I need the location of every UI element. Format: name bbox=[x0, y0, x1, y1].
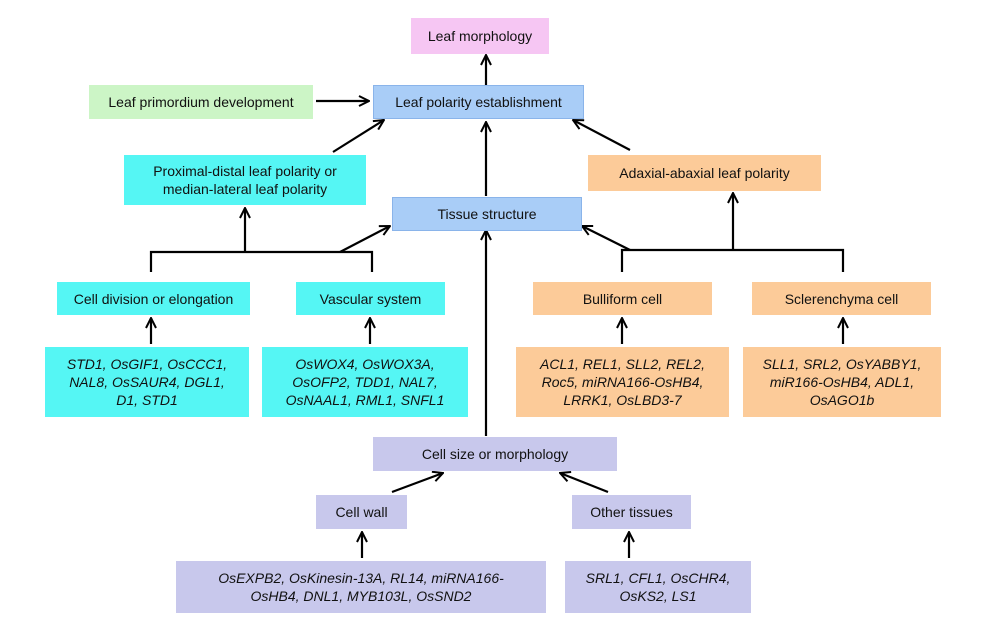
gene-line: NAL8, OsSAUR4, DGL1, bbox=[69, 374, 225, 390]
arrow-adaxial-to-polarity bbox=[573, 120, 631, 151]
genes-other-tissues: SRL1, CFL1, OsCHR4, OsKS2, LS1 bbox=[565, 561, 751, 613]
genes-cell-wall: OsEXPB2, OsKinesin-13A, RL14, miRNA166- … bbox=[176, 561, 546, 613]
node-label: Sclerenchyma cell bbox=[784, 290, 899, 307]
gene-line: SLL1, SRL2, OsYABBY1, bbox=[762, 356, 922, 372]
gene-line: OsHB4, DNL1, MYB103L, OsSND2 bbox=[250, 588, 472, 604]
arrow-cellwall-to-cellsize bbox=[391, 473, 443, 494]
gene-line: ACL1, REL1, SLL2, REL2, bbox=[540, 356, 705, 372]
node-label: Vascular system bbox=[319, 290, 422, 307]
node-cell-wall: Cell wall bbox=[316, 495, 407, 529]
node-label: Leaf morphology bbox=[427, 28, 533, 44]
node-label: Leaf polarity establishment bbox=[395, 94, 562, 110]
arrow-proximal-to-polarity bbox=[332, 120, 384, 153]
node-label-line1: Proximal-distal leaf polarity or bbox=[153, 163, 337, 179]
gene-line: SRL1, CFL1, OsCHR4, bbox=[585, 570, 731, 586]
gene-line: D1, STD1 bbox=[116, 392, 178, 408]
arrow-bracket-to-tissue bbox=[339, 226, 390, 253]
genes-sclerenchyma-cell: SLL1, SRL2, OsYABBY1, miR166-OsHB4, ADL1… bbox=[743, 347, 941, 417]
node-tissue-structure: Tissue structure bbox=[392, 197, 582, 231]
genes-bulliform-cell: ACL1, REL1, SLL2, REL2, Roc5, miRNA166-O… bbox=[516, 347, 729, 417]
node-cell-size: Cell size or morphology bbox=[373, 437, 617, 471]
bracket-right bbox=[620, 248, 845, 272]
gene-line: OsWOX4, OsWOX3A, bbox=[295, 356, 435, 372]
genes-vascular-system: OsWOX4, OsWOX3A, OsOFP2, TDD1, NAL7, OsN… bbox=[262, 347, 468, 417]
gene-line: OsEXPB2, OsKinesin-13A, RL14, miRNA166- bbox=[218, 570, 504, 586]
node-bulliform-cell: Bulliform cell bbox=[533, 282, 712, 315]
node-label: Adaxial-abaxial leaf polarity bbox=[619, 165, 790, 181]
node-proximal-distal: Proximal-distal leaf polarity or median-… bbox=[124, 155, 366, 205]
gene-line: miR166-OsHB4, ADL1, bbox=[769, 374, 915, 390]
node-label: Cell division or elongation bbox=[73, 290, 234, 307]
node-sclerenchyma-cell: Sclerenchyma cell bbox=[752, 282, 931, 315]
node-label: Tissue structure bbox=[437, 206, 537, 222]
node-label: Bulliform cell bbox=[582, 290, 663, 307]
gene-line: STD1, OsGIF1, OsCCC1, bbox=[66, 356, 228, 372]
node-leaf-morphology: Leaf morphology bbox=[411, 18, 549, 54]
node-label: Leaf primordium development bbox=[108, 94, 294, 110]
bracket-left bbox=[149, 250, 374, 272]
node-vascular-system: Vascular system bbox=[296, 282, 445, 315]
node-label: Cell size or morphology bbox=[421, 446, 569, 462]
arrow-othertissues-to-cellsize bbox=[560, 473, 609, 494]
node-leaf-primordium: Leaf primordium development bbox=[89, 85, 313, 119]
node-cell-division: Cell division or elongation bbox=[57, 282, 250, 315]
node-leaf-polarity: Leaf polarity establishment bbox=[373, 85, 584, 119]
gene-line: Roc5, miRNA166-OsHB4, bbox=[541, 374, 704, 390]
genes-cell-division: STD1, OsGIF1, OsCCC1, NAL8, OsSAUR4, DGL… bbox=[45, 347, 249, 417]
gene-line: OsAGO1b bbox=[809, 392, 875, 408]
gene-line: OsNAAL1, RML1, SNFL1 bbox=[285, 392, 445, 408]
node-label: Other tissues bbox=[590, 504, 673, 520]
node-adaxial-abaxial: Adaxial-abaxial leaf polarity bbox=[588, 155, 821, 191]
node-other-tissues: Other tissues bbox=[572, 495, 691, 529]
gene-line: LRRK1, OsLBD3-7 bbox=[563, 392, 682, 408]
node-label: Cell wall bbox=[335, 504, 388, 520]
gene-line: OsOFP2, TDD1, NAL7, bbox=[292, 374, 438, 390]
arrow-bracket-to-tissue-right bbox=[582, 226, 631, 251]
gene-line: OsKS2, LS1 bbox=[619, 588, 697, 604]
node-label-line2: median-lateral leaf polarity bbox=[162, 181, 328, 197]
